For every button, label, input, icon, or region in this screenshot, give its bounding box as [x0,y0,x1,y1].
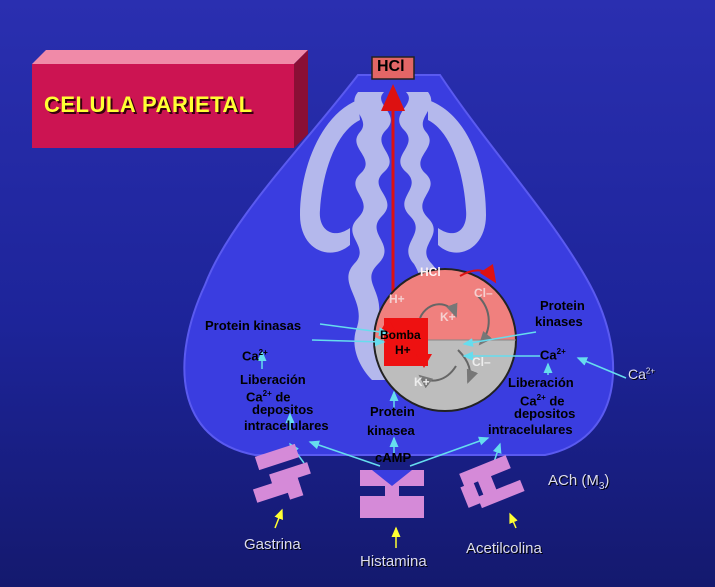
proton-pump [373,268,517,412]
receptor-gastrina [252,443,311,503]
right-liberacion-line4: intracelulares [488,422,573,437]
signal-arrows [257,323,627,467]
center-protein-line2: kinasea [367,423,415,438]
right-liberacion-line2: Ca2+ de [520,393,565,409]
hcl-output-label: HCl [377,58,405,75]
center-protein-line1: Protein [370,404,415,419]
left-liberacion-line2: Ca2+ de [246,389,291,405]
pump-cl-top: Cl– [474,286,493,300]
right-ca-label: Ca2+ [540,347,566,363]
left-liberacion-line1: Liberación [240,372,306,387]
left-ca-label: Ca2+ [242,348,268,364]
ach-m3-label: ACh (M3) [548,472,610,492]
right-protein-line1: Protein [540,298,585,313]
pump-exchange-arrows [418,263,497,389]
gastrina-label: Gastrina [244,536,301,553]
pump-h-plus-label: H+ [389,292,405,306]
diagram-title: CELULA PARIETAL [44,92,253,117]
pump-bomba-line1: Bomba [380,328,421,342]
pump-cl-bottom: Cl– [472,355,491,369]
title-box [32,50,308,148]
receptor-acetilcolina [459,455,525,509]
left-protein-kinasas: Protein kinasas [205,318,302,333]
pump-bomba-line2: H+ [395,343,411,357]
left-liberacion-line4: intracelulares [244,418,329,433]
pump-k-plus-bottom: K+ [414,375,430,389]
receptor-histamina [360,470,424,518]
hcl-output-box [371,56,415,80]
left-liberacion-line3: depositos [252,402,314,417]
right-protein-line2: kinases [535,314,583,329]
center-camp-label: cAMP [375,450,412,465]
pump-hcl-label: HCl [420,265,441,279]
ligand-arrows [274,508,518,548]
right-liberacion-line3: depositos [514,406,576,421]
acetilcolina-label: Acetilcolina [466,540,542,557]
right-liberacion-line1: Liberación [508,375,574,390]
pump-k-plus-top: K+ [440,310,456,324]
histamina-label: Histamina [360,553,427,570]
external-ca-label: Ca2+ [628,366,656,382]
